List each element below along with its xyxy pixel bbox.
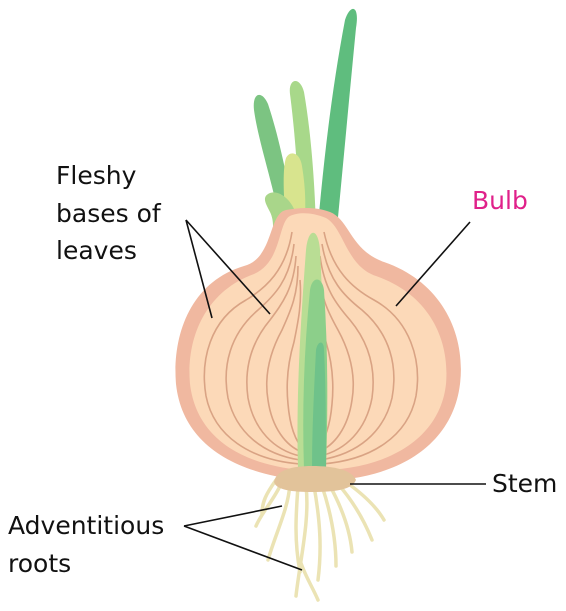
adventitious-roots-label-line2: roots [8, 546, 71, 582]
adventitious-roots-label-line1: Adventitious [8, 508, 164, 544]
pointer-roots-lower [184, 526, 302, 570]
bulb [175, 208, 460, 481]
pointer-bulb [396, 222, 470, 306]
pointer-roots-upper [184, 506, 282, 526]
adventitious-roots [256, 480, 384, 600]
fleshy-bases-label-line2: bases of [56, 196, 161, 232]
fleshy-bases-label-line1: Fleshy [56, 158, 136, 194]
fleshy-bases-label-line3: leaves [56, 233, 137, 269]
stem-label: Stem [492, 466, 557, 502]
bulb-label: Bulb [472, 183, 528, 219]
